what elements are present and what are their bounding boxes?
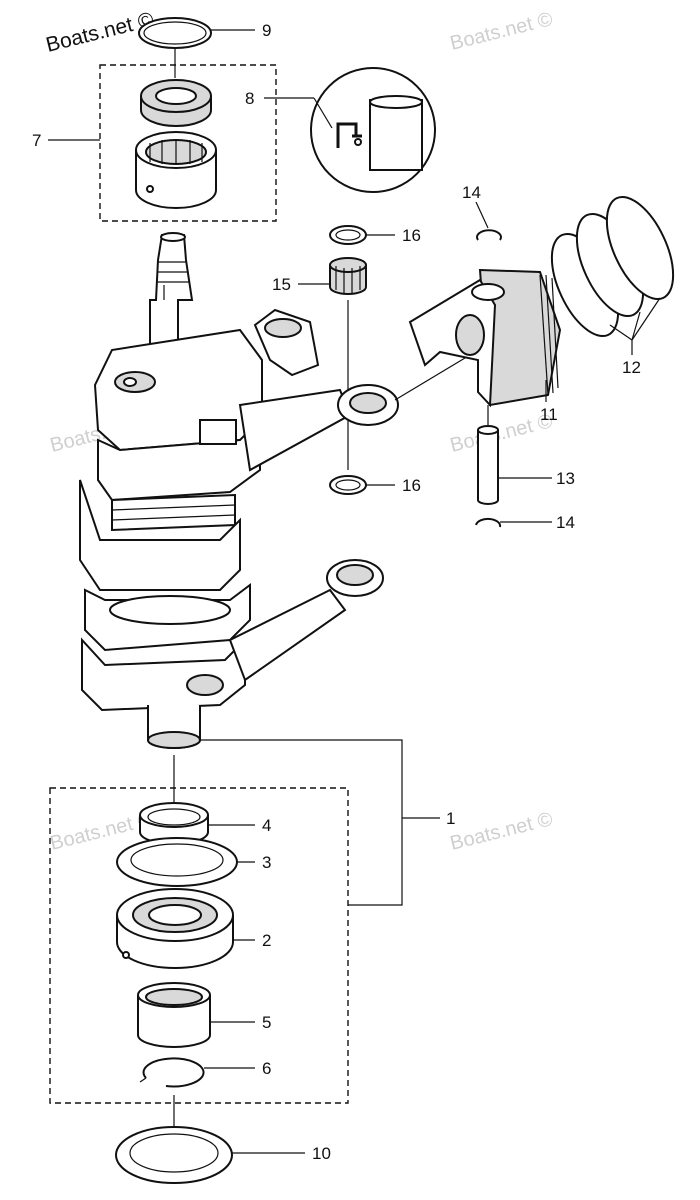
part-8-seal bbox=[140, 79, 212, 127]
leader-line bbox=[475, 201, 489, 229]
callout-6: 6 bbox=[262, 1059, 271, 1078]
callout-1: 1 bbox=[446, 809, 455, 828]
part-11-piston bbox=[408, 268, 562, 408]
callout-9: 9 bbox=[262, 21, 271, 40]
callout-14-upper: 14 bbox=[462, 183, 481, 202]
part-14-upper-circlip bbox=[476, 229, 502, 241]
callout-14-lower: 14 bbox=[556, 513, 575, 532]
leader-line bbox=[631, 297, 661, 341]
callout-8: 8 bbox=[245, 89, 254, 108]
callout-7: 7 bbox=[32, 131, 41, 150]
callout-10: 10 bbox=[312, 1144, 331, 1163]
leader-line bbox=[609, 324, 633, 341]
part-15-needle-bearing bbox=[329, 257, 367, 295]
callout-15: 15 bbox=[272, 275, 291, 294]
leader-line bbox=[631, 311, 641, 341]
watermark: Boats.net © bbox=[448, 808, 555, 855]
part-7-bearing bbox=[135, 131, 217, 209]
part-13-piston-pin bbox=[477, 425, 499, 505]
part-6-snap-ring bbox=[139, 1057, 205, 1088]
part-5-bearing bbox=[137, 982, 211, 1048]
callout-3: 3 bbox=[262, 853, 271, 872]
upper-bearing-group-box bbox=[99, 64, 277, 222]
lower-bearing-group-box bbox=[49, 787, 349, 1104]
callout-2: 2 bbox=[262, 931, 271, 950]
callout-13: 13 bbox=[556, 469, 575, 488]
callout-12: 12 bbox=[622, 358, 641, 377]
watermark: Boats.net © bbox=[448, 8, 555, 55]
callout-16-upper: 16 bbox=[402, 226, 421, 245]
upper-connecting-rod bbox=[238, 308, 399, 472]
part-16-lower-washer bbox=[329, 475, 367, 495]
grease-symbol bbox=[310, 67, 436, 193]
crankshaft bbox=[79, 232, 263, 749]
part-10-washer bbox=[115, 1126, 233, 1184]
part-1-bracket bbox=[200, 739, 403, 906]
part-12-piston-rings bbox=[550, 195, 675, 338]
callout-11: 11 bbox=[540, 405, 558, 424]
leader-line bbox=[313, 97, 333, 129]
callout-16-lower: 16 bbox=[402, 476, 421, 495]
part-16-upper-washer bbox=[329, 225, 367, 245]
lower-connecting-rod bbox=[228, 559, 384, 682]
part-2-ball-bearing bbox=[116, 888, 234, 969]
piston-axis-line bbox=[394, 354, 471, 401]
callout-4: 4 bbox=[262, 816, 271, 835]
callout-5: 5 bbox=[262, 1013, 271, 1032]
part-3-washer bbox=[116, 837, 238, 887]
part-9-ring bbox=[138, 17, 212, 49]
part-14-lower-circlip bbox=[475, 517, 502, 528]
